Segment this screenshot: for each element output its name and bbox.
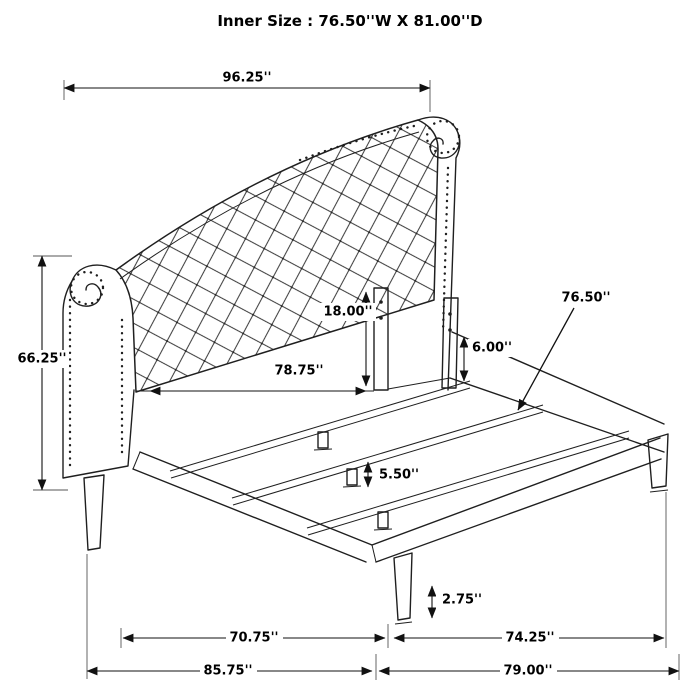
left-rail-end-cap: [132, 451, 141, 470]
tufted-panel: [115, 119, 439, 393]
label-background: [500, 662, 557, 680]
dim-base-right-span: 74.25'': [393, 629, 665, 647]
slat-top: [306, 430, 630, 529]
slat-bottom: [170, 387, 471, 479]
headboard-right-edge: [447, 132, 461, 391]
slat-bottom: [232, 411, 544, 506]
dimension-label: 70.75'': [229, 631, 278, 646]
center-support-foot: [313, 431, 333, 451]
right-side-rail-bottom: [449, 377, 665, 453]
dim-overall-right-span: 79.00'': [378, 662, 680, 680]
dimension-label: 76.50'': [561, 291, 610, 306]
foot-rail: [371, 437, 661, 546]
dim-headboard-width: 96.25'': [63, 69, 431, 112]
foot-body: [377, 511, 389, 529]
bolt-hole: [379, 300, 383, 304]
headboard-left-leg: [83, 474, 105, 551]
label-background: [468, 339, 516, 357]
left-scroll: [69, 264, 117, 307]
bolt-hole: [379, 316, 383, 320]
slat-top: [231, 404, 544, 499]
front-right-leg: [647, 433, 669, 489]
slat: [231, 404, 544, 506]
dimension-label: 66.25'': [17, 352, 66, 367]
bed-frame: [132, 331, 669, 625]
foot-rail-bottom: [375, 458, 662, 563]
leader-arrow: [517, 307, 575, 411]
nailhead-trim-left-scroll: [69, 270, 105, 306]
front-right-leg-glide: [649, 489, 669, 493]
label-background: [502, 629, 559, 647]
slat-top: [169, 380, 471, 472]
headboard: [62, 116, 461, 551]
dim-center-support-height: 5.50'': [363, 461, 424, 488]
label-background: [436, 591, 488, 609]
label-background: [557, 289, 615, 307]
center-support-bracket: [373, 287, 389, 391]
dim-overall-left-span: 85.75'': [86, 662, 373, 680]
dimension-label: 6.00'': [472, 341, 512, 356]
dim-foot-height: 2.75'': [427, 585, 488, 619]
dimension-label: 79.00'': [503, 664, 552, 679]
diagram-title: Inner Size : 76.50''W X 81.00''D: [217, 12, 482, 30]
foot-rail-end-cap: [371, 544, 377, 563]
dimension-label: 85.75'': [203, 664, 252, 679]
dimension-label: 74.25'': [505, 631, 554, 646]
slat: [306, 430, 630, 536]
dim-headboard-inner-width: 78.75'': [149, 362, 367, 396]
dimension-label: 5.50'': [379, 468, 419, 483]
label-background: [219, 69, 276, 87]
label-background: [15, 350, 69, 368]
label-background: [226, 629, 283, 647]
dimension-label: 18.00'': [323, 305, 372, 320]
dim-slat-length: 76.50'': [517, 289, 615, 411]
label-background: [374, 466, 424, 484]
nailhead-trim-top-edge: [298, 124, 416, 162]
headboard-top-edge: [119, 131, 420, 280]
foot-base: [313, 448, 333, 451]
right-scroll: [417, 116, 460, 159]
center-support-foot: [373, 511, 393, 531]
dim-headboard-height: 66.25'': [15, 255, 72, 491]
foot-base: [342, 485, 362, 488]
bolt-hole: [448, 328, 452, 332]
front-left-leg: [393, 552, 413, 621]
nailhead-trim-right-edge: [441, 166, 450, 334]
bolt-hole: [448, 312, 452, 316]
label-background: [270, 362, 328, 380]
slat-bottom: [307, 437, 630, 536]
label-background: [320, 303, 376, 321]
left-side-rail-bottom: [132, 468, 367, 563]
side-rail-bracket: [441, 297, 459, 389]
front-left-leg-glide: [394, 621, 413, 625]
dim-rail-height: 6.00'': [459, 336, 516, 382]
dimensions: 96.25'' 66.25'' 78.75'' 18.00'' 6.00'': [15, 69, 680, 680]
dimension-label: 96.25'': [222, 71, 271, 86]
label-background: [200, 662, 257, 680]
foot-body: [317, 431, 329, 449]
dimension-label: 78.75'': [274, 364, 323, 379]
foot-base: [373, 528, 393, 531]
dimension-label: 2.75'': [442, 593, 482, 608]
foot-body: [346, 468, 358, 486]
rail-connector: [387, 377, 451, 390]
slat: [169, 380, 471, 479]
dim-bracket-height: 18.00'': [320, 291, 376, 387]
dim-base-left-span: 70.75'': [122, 629, 386, 647]
left-wing-panel: [62, 280, 135, 479]
center-support-foot: [342, 468, 362, 488]
